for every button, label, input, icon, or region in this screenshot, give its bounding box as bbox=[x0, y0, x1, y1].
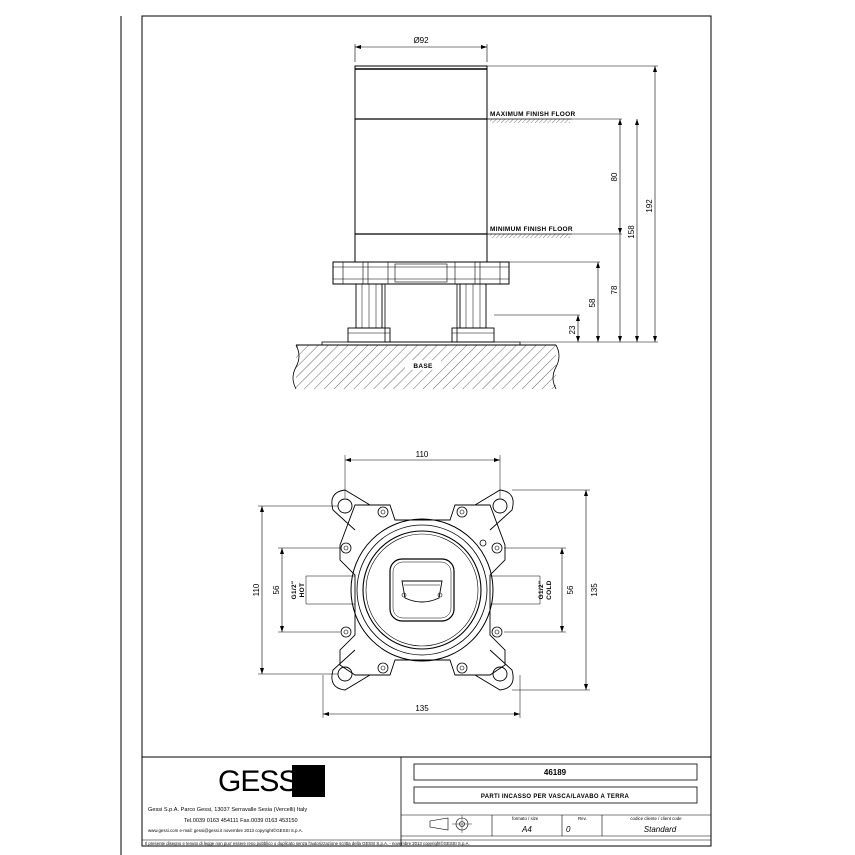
mounting-flange bbox=[332, 261, 510, 285]
gessi-logo: GESSI bbox=[218, 765, 325, 798]
cold-thread-label: G1/2" bbox=[538, 581, 545, 600]
cold-label: COLD bbox=[546, 580, 553, 600]
fixing-holes bbox=[340, 506, 503, 674]
phone-line: Tel.0039 0163 454111 Fax.0039 0163 45315… bbox=[184, 818, 298, 824]
cylinder-body bbox=[354, 65, 488, 263]
product-code: 46189 bbox=[544, 768, 567, 777]
left-support-leg bbox=[347, 283, 391, 343]
right-support-leg bbox=[451, 283, 495, 343]
dimension-158: 158 bbox=[627, 225, 636, 239]
dimension-bottom-135: 135 bbox=[415, 704, 429, 713]
hot-thread-label: G1/2" bbox=[291, 581, 298, 600]
company-line: Gessi S.p.A. Parco Gessi, 13037 Serraval… bbox=[148, 807, 307, 813]
dimension-58: 58 bbox=[588, 298, 597, 307]
max-floor-label: MAXIMUM FINISH FLOOR bbox=[490, 111, 575, 118]
dimension-left-56: 56 bbox=[272, 585, 281, 594]
svg-text:GESSI: GESSI bbox=[218, 765, 305, 798]
top-view: 110 135 110 56 G1/2" HOT 56 bbox=[252, 450, 599, 718]
dimension-left-110: 110 bbox=[252, 583, 261, 596]
footer-legal: Il presente disegno e tenuto di legge no… bbox=[145, 841, 470, 846]
dimension-192: 192 bbox=[645, 199, 654, 213]
format-header: formato / size bbox=[512, 816, 539, 821]
projection-symbol-icon bbox=[429, 815, 472, 833]
base-label: BASE bbox=[413, 363, 433, 370]
dimension-right-56: 56 bbox=[566, 585, 575, 594]
cross-plate bbox=[339, 504, 506, 676]
client-code-value: Standard bbox=[644, 825, 677, 834]
client-code-header: codice cliente / client code bbox=[630, 816, 682, 821]
rev-header: Rev. bbox=[578, 816, 587, 821]
side-view: Ø92 MAXIMUM FINISH FLOOR MINIMUM FINISH … bbox=[292, 36, 658, 390]
diameter-dimension: Ø92 bbox=[413, 36, 429, 45]
rev-value: 0 bbox=[566, 825, 571, 834]
dimension-78: 78 bbox=[610, 285, 619, 294]
dimension-right-135: 135 bbox=[590, 583, 599, 597]
title-block: GESSI Gessi S.p.A. Parco Gessi, 13037 Se… bbox=[142, 756, 711, 846]
format-value: A4 bbox=[521, 825, 532, 834]
sheet-frame bbox=[141, 15, 712, 847]
web-line: www.gessi.com e-mail: gessi@gessi.it nov… bbox=[148, 828, 303, 833]
hot-label: HOT bbox=[299, 583, 306, 598]
dimension-80: 80 bbox=[610, 172, 619, 181]
min-floor-label: MINIMUM FINISH FLOOR bbox=[490, 226, 573, 233]
outer-ring bbox=[350, 518, 494, 662]
central-cartridge bbox=[389, 558, 455, 622]
dimension-23: 23 bbox=[568, 325, 577, 334]
dimension-top-110: 110 bbox=[416, 450, 429, 459]
product-description: PARTI INCASSO PER VASCA/LAVABO A TERRA bbox=[481, 794, 630, 800]
